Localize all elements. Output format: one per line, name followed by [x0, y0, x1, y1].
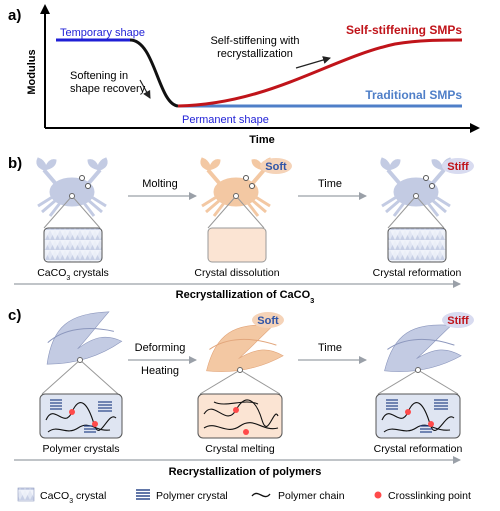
crosslink-point: [243, 429, 249, 435]
softening-label-1: Softening in: [70, 70, 128, 82]
panel-a: a) Modulus Time Temporary shape Softenin…: [8, 4, 480, 146]
crab-eye: [79, 175, 85, 181]
reformed-polymer-box: [375, 393, 461, 439]
stiff-badge-bubble: [442, 158, 474, 174]
traditional-smps-label: Traditional SMPs: [365, 88, 462, 102]
legend-polymer-crystal: Polymer crystal: [156, 490, 228, 502]
crosslink-point: [233, 407, 239, 413]
zoom-point: [77, 357, 83, 363]
polymer-chain: [203, 399, 279, 427]
soft-badge-bubble: [260, 158, 292, 174]
zoom-lines: [41, 359, 119, 395]
self-stiffening-smps-label: Self-stiffening SMPs: [346, 23, 462, 37]
legend-crosslinking-point: Crosslinking point: [388, 490, 471, 502]
zoom-point: [413, 193, 419, 199]
caption-crystal-dissolution: Crystal dissolution: [194, 267, 279, 279]
panel-c-label: c): [8, 307, 21, 324]
crosslink-point: [92, 421, 98, 427]
recrystallization-arrow: [295, 56, 331, 69]
crab-stiff-icon: [378, 156, 454, 218]
crab-eye: [249, 183, 255, 189]
polymer-chain-legend-icon: [251, 492, 271, 498]
crystal-melting-box: [197, 393, 283, 439]
panel-a-label: a): [8, 7, 21, 24]
self-stiffening-smps-curve: [177, 38, 463, 108]
time-label-c: Time: [318, 342, 342, 354]
crosslink-point: [69, 409, 75, 415]
zoom-point: [69, 193, 75, 199]
time-label-b: Time: [318, 178, 342, 190]
permanent-shape-label: Permanent shape: [182, 114, 269, 126]
temporary-shape-label: Temporary shape: [60, 27, 145, 39]
zoom-point: [415, 367, 421, 373]
stiff-badge-c: Stiff: [447, 315, 469, 327]
stiff-badge-bubble: [442, 312, 474, 328]
polymer-crystal-legend-icon: [136, 489, 150, 500]
reformed-caco3-box: [387, 227, 447, 263]
crab-eye: [429, 183, 435, 189]
stiff-badge: Stiff: [447, 161, 469, 173]
softening-label-2: shape recovery: [70, 83, 146, 95]
crab-eye: [85, 183, 91, 189]
recrystallization-caco3-label: Recrystallization of CaCO3: [176, 289, 315, 305]
caption-crystal-reformation-b: Crystal reformation: [373, 267, 462, 279]
crab-eye: [423, 175, 429, 181]
polymer-chain: [203, 422, 279, 430]
recrystallization-label-1: Self-stiffening with: [210, 35, 299, 47]
x-axis-label: Time: [249, 134, 274, 146]
panel-c: c) Deforming Heating Soft Time: [8, 305, 474, 478]
crosslink-point: [405, 409, 411, 415]
soft-badge-c: Soft: [257, 315, 279, 327]
caco3-crystal-box: [43, 227, 103, 263]
heating-label: Heating: [141, 365, 179, 377]
soft-badge: Soft: [265, 161, 287, 173]
panel-b: b) Molting Soft Time Stiff CaCO3 c: [8, 155, 474, 305]
dissolved-box: [207, 227, 267, 263]
legend-caco3-crystal: CaCO3 crystal: [40, 490, 106, 505]
molting-label: Molting: [142, 178, 177, 190]
crab-crystal-icon: [34, 156, 110, 218]
crosslink-point: [428, 421, 434, 427]
deforming-label: Deforming: [135, 342, 186, 354]
caption-crystal-reformation-c: Crystal reformation: [374, 443, 463, 455]
legend: CaCO3 crystal Polymer crystal Polymer ch…: [17, 487, 471, 505]
caco3-crystal-legend-icon: [17, 487, 35, 502]
y-axis-label: Modulus: [26, 49, 38, 94]
zoom-lines: [387, 195, 445, 229]
caption-caco3-crystals: CaCO3 crystals: [37, 267, 109, 282]
crosslink-legend-icon: [374, 491, 382, 499]
polymer-chain: [45, 402, 117, 431]
polymer-chain: [381, 402, 455, 431]
zoom-lines: [377, 369, 459, 395]
caption-crystal-melting: Crystal melting: [205, 443, 275, 455]
soft-badge-bubble: [252, 312, 284, 328]
zoom-lines: [199, 369, 281, 395]
crab-eye: [243, 175, 249, 181]
legend-polymer-chain: Polymer chain: [278, 490, 345, 502]
zoom-point: [233, 193, 239, 199]
polymer-chain: [213, 401, 259, 405]
zoom-lines: [207, 195, 265, 229]
zoom-lines: [43, 195, 101, 229]
zoom-point: [237, 367, 243, 373]
recrystallization-polymers-label: Recrystallization of polymers: [169, 466, 322, 478]
softening-arrow: [139, 79, 151, 99]
polymer-chain: [47, 424, 111, 433]
softening-curve: [129, 38, 179, 108]
polymer-crystal-lamella: [50, 399, 112, 433]
recrystallization-label-2: recrystallization: [217, 48, 293, 60]
caption-polymer-crystals: Polymer crystals: [42, 443, 119, 455]
panel-b-label: b): [8, 155, 22, 172]
polymer-chain: [383, 424, 451, 433]
